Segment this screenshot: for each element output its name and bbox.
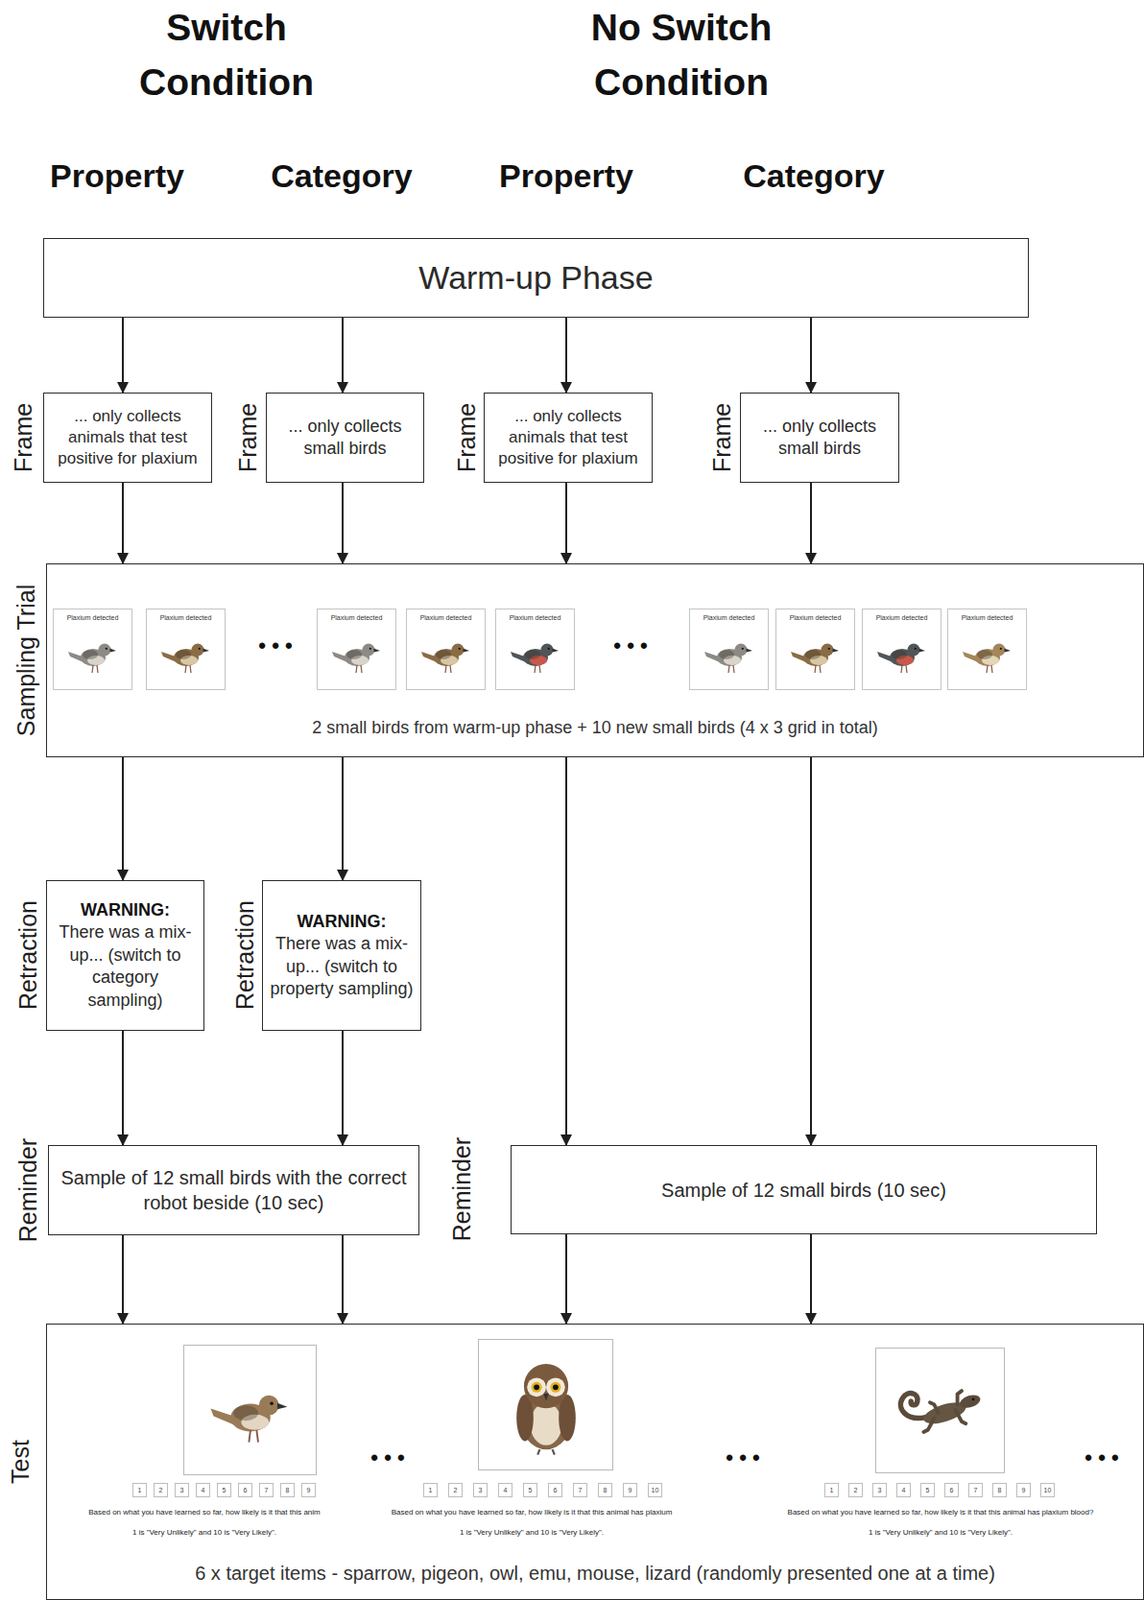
reminder-box: ReminderSample of 12 small birds (10 sec…: [510, 1144, 1097, 1235]
sampling-band: Sampling Trial2 small birds from warm-up…: [46, 563, 1144, 758]
flow-arrow: [121, 1030, 124, 1145]
box-text: Sample of 12 small birds with the correc…: [54, 1165, 413, 1216]
box-text: Warm-up Phase: [418, 256, 653, 299]
flow-arrow: [810, 317, 812, 393]
flow-arrow: [810, 482, 812, 564]
flow-arrow: [121, 482, 124, 564]
phase-box: Warm-up Phase: [43, 238, 1029, 318]
stage-label: Reminder: [447, 1137, 477, 1241]
test-band: Test6 x target items - sparrow, pigeon, …: [46, 1323, 1144, 1600]
box-text: Sample of 12 small birds (10 sec): [661, 1177, 947, 1203]
stage-label: Test: [4, 1439, 34, 1484]
flow-arrow: [121, 1235, 124, 1324]
flow-arrow: [810, 1234, 812, 1324]
flow-arrow: [121, 317, 124, 393]
retraction-box: RetractionWARNING:There was a mix-up... …: [46, 880, 205, 1031]
stage-label: Retraction: [229, 900, 259, 1010]
frame-box: Frame... only collects small birds: [739, 392, 900, 483]
flow-arrow: [565, 317, 568, 393]
flow-arrow: [341, 482, 344, 564]
stage-label: Frame: [233, 402, 263, 472]
flow-arrow: [341, 317, 344, 393]
flow-arrow: [565, 482, 568, 564]
flow-arrow: [121, 757, 124, 881]
stage-label: Frame: [707, 402, 737, 472]
condition-heading: Switch Condition: [92, 0, 361, 110]
stage-label: Frame: [8, 402, 38, 472]
flow-arrow: [565, 757, 568, 1145]
condition-heading: No Switch Condition: [547, 0, 816, 110]
box-text: ... only collects animals that test posi…: [49, 405, 206, 470]
box-text: There was a mix-up... (switch to propert…: [268, 932, 415, 1001]
column-heading: Property: [460, 155, 672, 196]
band-caption: 6 x target items - sparrow, pigeon, owl,…: [47, 1560, 1144, 1586]
column-heading: Category: [708, 155, 920, 196]
frame-box: Frame... only collects animals that test…: [43, 392, 213, 483]
box-text: ... only collects animals that test posi…: [490, 405, 646, 470]
flow-arrow: [810, 757, 812, 1145]
box-text: ... only collects small birds: [272, 415, 418, 461]
frame-box: Frame... only collects small birds: [265, 392, 425, 483]
stage-label: Frame: [452, 402, 481, 472]
flow-arrow: [341, 757, 344, 881]
box-text: There was a mix-up... (switch to categor…: [52, 921, 198, 1012]
column-heading: Category: [236, 155, 448, 196]
box-text: WARNING:: [297, 910, 387, 933]
flow-arrow: [341, 1235, 344, 1324]
flow-arrow: [341, 1030, 344, 1145]
frame-box: Frame... only collects animals that test…: [483, 392, 653, 483]
stage-label: Retraction: [12, 900, 42, 1010]
retraction-box: RetractionWARNING:There was a mix-up... …: [262, 880, 422, 1031]
stage-label: Reminder: [13, 1137, 43, 1241]
flow-arrow: [565, 1234, 568, 1324]
reminder-box: ReminderSample of 12 small birds with th…: [47, 1144, 420, 1236]
box-text: ... only collects small birds: [746, 415, 893, 461]
band-caption: 2 small birds from warm-up phase + 10 ne…: [47, 716, 1144, 739]
stage-label: Sampling Trial: [11, 583, 41, 736]
box-text: WARNING:: [80, 899, 170, 922]
column-heading: Property: [11, 155, 223, 196]
